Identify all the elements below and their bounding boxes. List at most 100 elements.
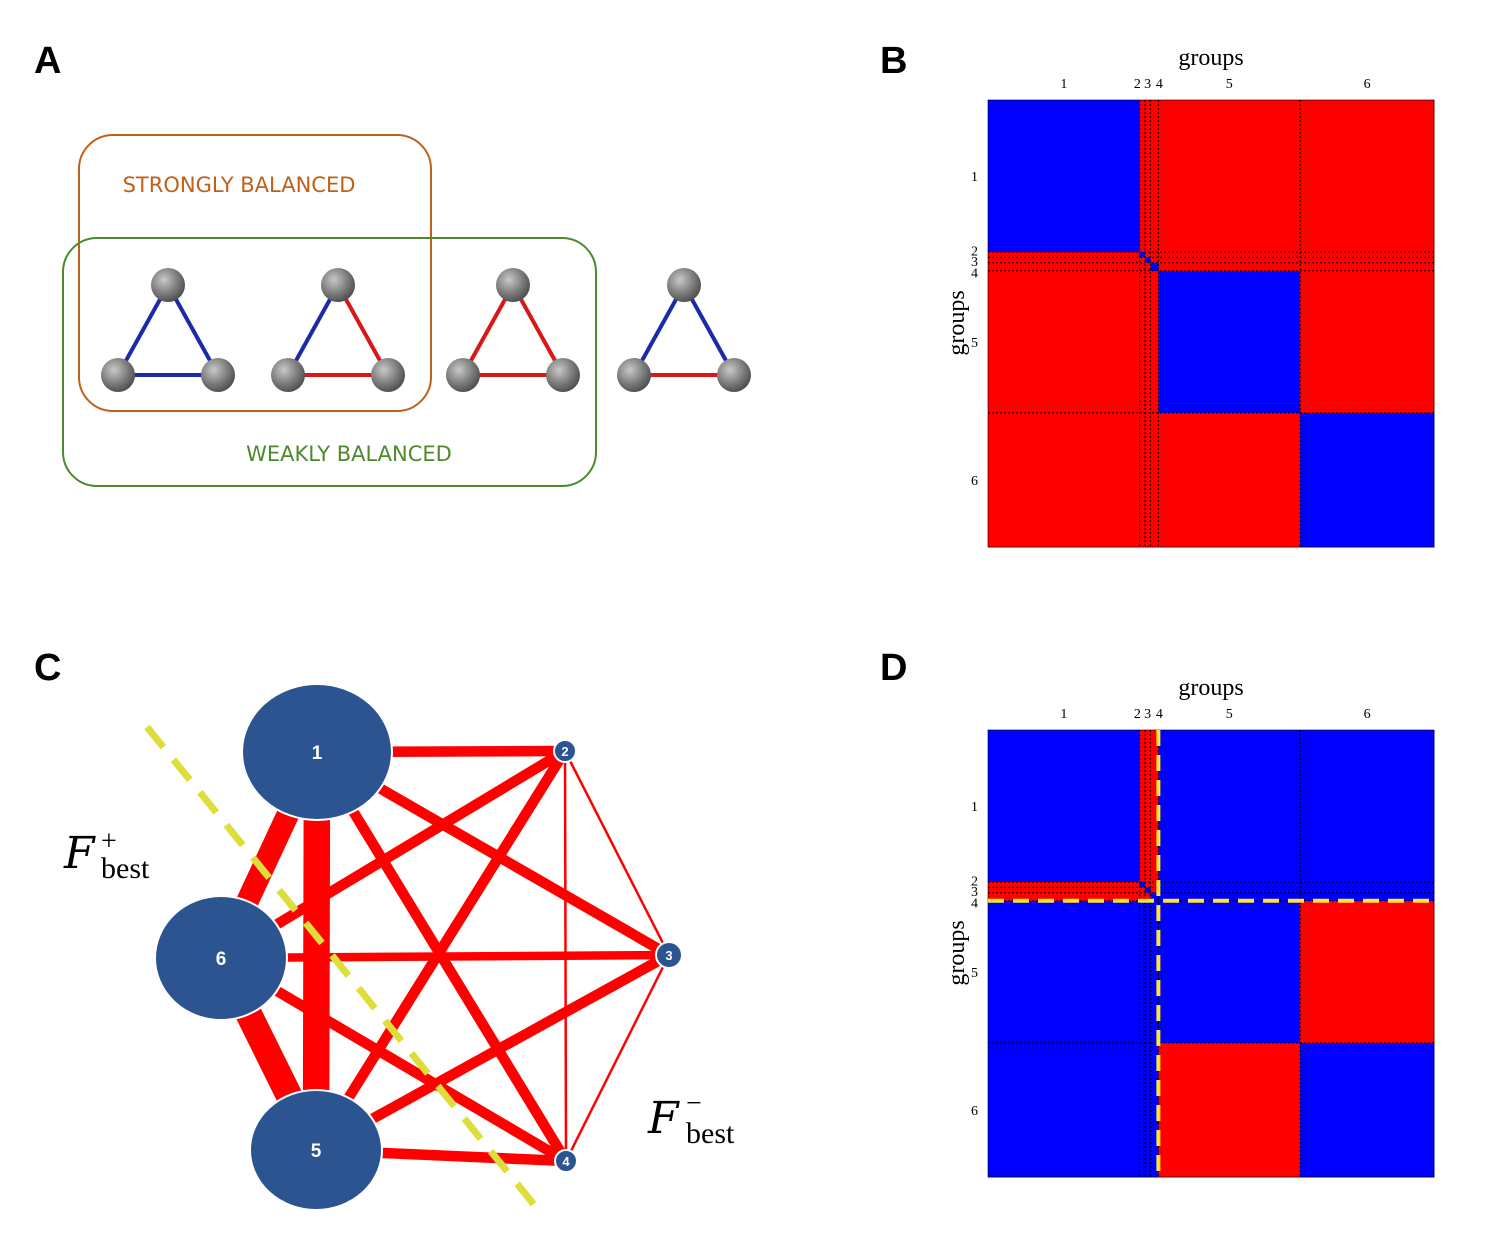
- triad-4-left-edge: [632, 284, 686, 376]
- node-3: [655, 941, 683, 969]
- matrix-b-cell-1-4: [1150, 100, 1159, 253]
- node-4-label: 4: [562, 1154, 570, 1169]
- matrix-b-cell-6-6: [1300, 412, 1435, 548]
- matrix-b-left-axis-label: groups: [944, 290, 970, 355]
- matrix-b-cell-6-5: [1158, 412, 1301, 548]
- edge-3-6: [220, 950, 670, 963]
- matrix-d-cell-2-5: [1158, 881, 1301, 888]
- node-3-label: 3: [665, 948, 672, 963]
- matrix-d-row-tick-3: 3: [971, 885, 978, 900]
- matrix-b-cell-2-2: [1139, 251, 1146, 258]
- matrix-b-row-tick-4: 4: [971, 267, 978, 282]
- edge-2-5: [311, 748, 570, 1153]
- matrix-d-cell-2-6: [1300, 881, 1435, 888]
- matrix-d-cell-4-4: [1150, 892, 1159, 902]
- panel-letter-c: C: [34, 647, 61, 689]
- node-6: [154, 895, 288, 1021]
- triad-1-right-edge: [166, 284, 220, 376]
- matrix-b-col-tick-6: 6: [1364, 77, 1371, 92]
- matrix-d-cell-3-4: [1150, 887, 1159, 894]
- matrix-b-row-tick-6: 6: [971, 474, 978, 489]
- matrix-b-cell-4-4: [1150, 262, 1159, 272]
- matrix-d-cell-3-6: [1300, 887, 1435, 894]
- matrix-d-cell-3-2: [1139, 887, 1146, 894]
- panel-letter-a: A: [34, 40, 61, 82]
- matrix-b-col-tick-3: 3: [1144, 77, 1151, 92]
- triad-1-left-edge: [116, 284, 170, 376]
- triad-1-node-1: [151, 268, 185, 302]
- strongly-balanced-box: [78, 134, 432, 412]
- matrix-b-cell-3-1: [988, 257, 1141, 264]
- triad-3-node-2: [446, 358, 480, 392]
- matrix-d-cell-6-1: [988, 1042, 1141, 1178]
- edge-4-6: [218, 953, 569, 1166]
- matrix-d-cell-6-6: [1300, 1042, 1435, 1178]
- matrix-b-cell-6-4: [1150, 412, 1159, 548]
- matrix-d-row-tick-6: 6: [971, 1104, 978, 1119]
- matrix-b-row-tick-2: 2: [971, 245, 978, 260]
- matrix-d-cell-4-2: [1139, 892, 1146, 902]
- panel-a-triads: STRONGLY BALANCED WEAKLY BALANCED: [62, 134, 751, 487]
- matrix-b-cell-4-1: [988, 262, 1141, 272]
- matrix-d-cell-6-4: [1150, 1042, 1159, 1178]
- matrix-b-cell-1-2: [1139, 100, 1146, 253]
- matrix-d-cell-1-5: [1158, 730, 1301, 883]
- f-plus-sup: +: [101, 826, 117, 857]
- matrix-d-cell-1-1: [988, 730, 1141, 883]
- node-6-label: 6: [216, 949, 227, 970]
- matrix-d-cell-5-6: [1300, 900, 1435, 1044]
- matrix-d-cell-2-1: [988, 881, 1141, 888]
- triad-2-node-1: [321, 268, 355, 302]
- matrix-d-cell-1-4: [1150, 730, 1159, 883]
- weakly-balanced-box: [62, 237, 597, 487]
- matrix-d-cell-1-6: [1300, 730, 1435, 883]
- f-minus-best-label: F − best: [647, 1088, 735, 1150]
- matrix-d-cell-4-1: [988, 892, 1141, 902]
- node-2-label: 2: [561, 744, 568, 759]
- matrix-d-cell-6-3: [1144, 1042, 1151, 1178]
- node-4: [554, 1149, 578, 1173]
- matrix-b-cell-3-3: [1144, 257, 1151, 264]
- matrix-b-col-tick-2: 2: [1134, 77, 1141, 92]
- matrix-b-cell-1-3: [1144, 100, 1151, 253]
- matrix-b-cell-5-1: [988, 270, 1141, 414]
- triad-3-left-edge: [461, 284, 515, 376]
- matrix-b-cell-1-5: [1158, 100, 1301, 253]
- best-partition-divider: [144, 724, 543, 1215]
- matrix-b-cell-5-2: [1139, 270, 1146, 414]
- matrix-b-cell-5-5: [1158, 270, 1301, 414]
- matrix-d-cell-2-2: [1139, 881, 1146, 888]
- triad-4-right-edge: [682, 284, 736, 376]
- matrix-d-cell-1-2: [1139, 730, 1146, 883]
- f-plus-sub: best: [101, 852, 150, 885]
- matrix-d-col-tick-4: 4: [1156, 707, 1163, 722]
- matrix-d-cell-5-3: [1144, 900, 1151, 1044]
- matrix-d-cell-6-2: [1139, 1042, 1146, 1178]
- matrix-b-cell-6-1: [988, 412, 1141, 548]
- triad-4-node-2: [617, 358, 651, 392]
- matrix-b-cell-6-2: [1139, 412, 1146, 548]
- f-minus-sup: −: [686, 1088, 702, 1119]
- triad-3-node-1: [496, 268, 530, 302]
- triad-2-node-2: [271, 358, 305, 392]
- matrix-b-cell-3-5: [1158, 257, 1301, 264]
- matrix-d-cell-4-6: [1300, 892, 1435, 902]
- matrix-d-col-tick-1: 1: [1060, 707, 1067, 722]
- matrix-b-cell-5-4: [1150, 270, 1159, 414]
- edge-2-6: [218, 746, 568, 963]
- triad-2-right-edge: [336, 284, 390, 376]
- edge-3-4: [564, 954, 671, 1162]
- matrix-b-cell-4-3: [1144, 262, 1151, 272]
- weakly-balanced-label: WEAKLY BALANCED: [246, 442, 452, 466]
- edge-3-5: [313, 950, 672, 1155]
- matrix-d-cell-5-1: [988, 900, 1141, 1044]
- matrix-b-row-tick-1: 1: [971, 170, 978, 185]
- matrix-d-cell-3-3: [1144, 887, 1151, 894]
- matrix-b-cell-5-3: [1144, 270, 1151, 414]
- matrix-d-cell-4-5: [1158, 892, 1301, 902]
- triad-3-node-3: [546, 358, 580, 392]
- matrix-b-col-tick-5: 5: [1226, 77, 1233, 92]
